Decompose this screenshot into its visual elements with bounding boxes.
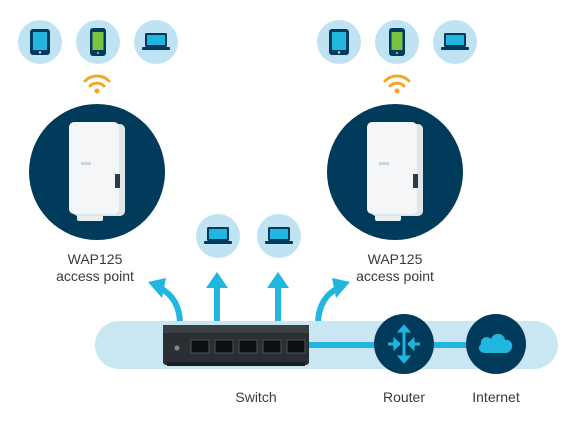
- left-laptop-circle: [134, 20, 178, 64]
- wifi-icon: [383, 74, 411, 94]
- switch-device-icon: [163, 325, 309, 366]
- laptop-icon: [441, 33, 469, 50]
- laptop-icon: [265, 227, 293, 244]
- laptop-icon: [142, 33, 170, 50]
- switch-laptop-circle-1: [196, 214, 240, 258]
- wifi-icon: [83, 74, 111, 94]
- arrow-up-left-icon: [148, 278, 183, 325]
- left-ap-name: WAP125: [67, 251, 123, 267]
- router-node: [374, 314, 434, 374]
- switch-router-link: [305, 342, 400, 348]
- right-phone-circle: [375, 20, 419, 64]
- smartphone-icon: [389, 28, 405, 56]
- tablet-icon: [329, 29, 349, 55]
- left-phone-circle: [76, 20, 120, 64]
- router-internet-link: [420, 342, 500, 348]
- access-point-device-icon: [367, 122, 423, 221]
- left-tablet-circle: [18, 20, 62, 64]
- cloud-icon: [478, 333, 513, 353]
- router-label: Router: [382, 389, 426, 405]
- uplink-arrows: [148, 272, 350, 325]
- switch-laptop-circle-2: [257, 214, 301, 258]
- router-arrows-icon: [388, 324, 420, 364]
- internet-label: Internet: [472, 389, 520, 405]
- left-ap-circle: [29, 104, 165, 240]
- right-ap-circle: [327, 104, 463, 240]
- switch-label: Switch: [235, 389, 277, 405]
- arrow-up-icon: [206, 272, 228, 324]
- access-point-device-icon: [69, 122, 125, 221]
- right-laptop-circle: [433, 20, 477, 64]
- smartphone-icon: [90, 28, 106, 56]
- right-ap-subtitle: access point: [356, 268, 434, 284]
- laptop-icon: [204, 227, 232, 244]
- tablet-icon: [30, 29, 50, 55]
- arrow-up-right-icon: [315, 278, 350, 325]
- arrow-up-icon: [267, 272, 289, 324]
- internet-node: [466, 314, 526, 374]
- right-tablet-circle: [317, 20, 361, 64]
- right-ap-name: WAP125: [367, 251, 423, 267]
- left-ap-subtitle: access point: [56, 268, 134, 284]
